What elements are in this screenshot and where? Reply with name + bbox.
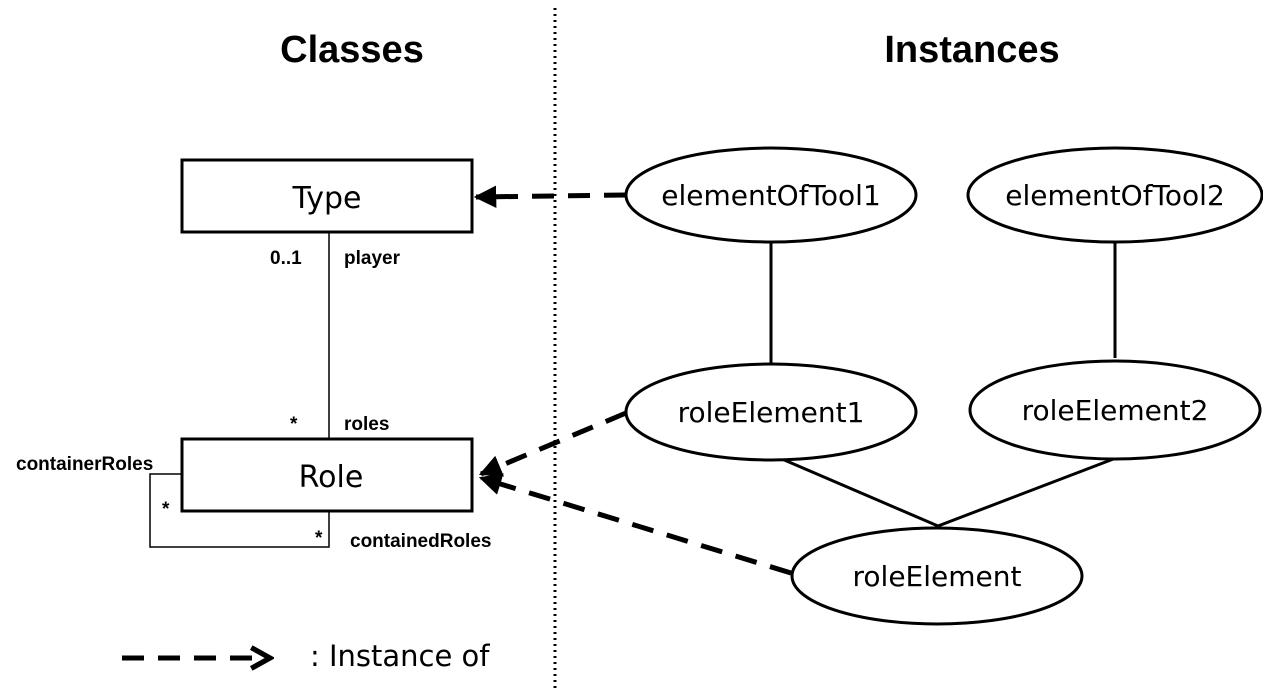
classes-heading: Classes bbox=[280, 29, 424, 71]
legend-label: : Instance of bbox=[310, 639, 490, 673]
element-of-tool2-ellipse bbox=[966, 146, 1263, 244]
instance-of-arrow-role1-role bbox=[478, 410, 627, 477]
role-element1-label: roleElement1 bbox=[678, 396, 865, 429]
role-class-label: Role bbox=[299, 460, 364, 495]
element-of-tool1-label: elementOfTool1 bbox=[661, 179, 881, 212]
element-of-tool1-ellipse bbox=[624, 146, 918, 244]
type-class-label: Type bbox=[292, 181, 362, 216]
contained-multiplicity-label: * bbox=[315, 528, 323, 549]
instances-heading: Instances bbox=[884, 29, 1059, 71]
instance-of-arrow-roleelement-role bbox=[478, 473, 792, 576]
container-roles-label: containerRoles bbox=[16, 454, 153, 475]
element-of-tool2-label: elementOfTool2 bbox=[1005, 179, 1225, 212]
container-multiplicity-label: * bbox=[162, 499, 170, 520]
role-element-ellipse bbox=[790, 526, 1084, 626]
role-element2-label: roleElement2 bbox=[1022, 394, 1209, 427]
role-multiplicity-label: * bbox=[290, 414, 298, 435]
role-self-association bbox=[149, 473, 330, 548]
role-element-label: roleElement bbox=[853, 560, 1022, 593]
type-class-box bbox=[180, 158, 474, 234]
roles-label: roles bbox=[344, 414, 389, 435]
link-role2-roleelement bbox=[937, 456, 1117, 528]
role-element2-ellipse bbox=[968, 359, 1262, 461]
role-class-box bbox=[180, 437, 474, 513]
type-multiplicity-label: 0..1 bbox=[270, 248, 302, 269]
instance-of-arrow-tool1-type bbox=[473, 185, 627, 208]
link-role1-roleelement bbox=[774, 454, 939, 528]
contained-roles-label: containedRoles bbox=[350, 531, 491, 552]
role-element1-ellipse bbox=[624, 362, 918, 462]
player-label: player bbox=[344, 248, 401, 269]
